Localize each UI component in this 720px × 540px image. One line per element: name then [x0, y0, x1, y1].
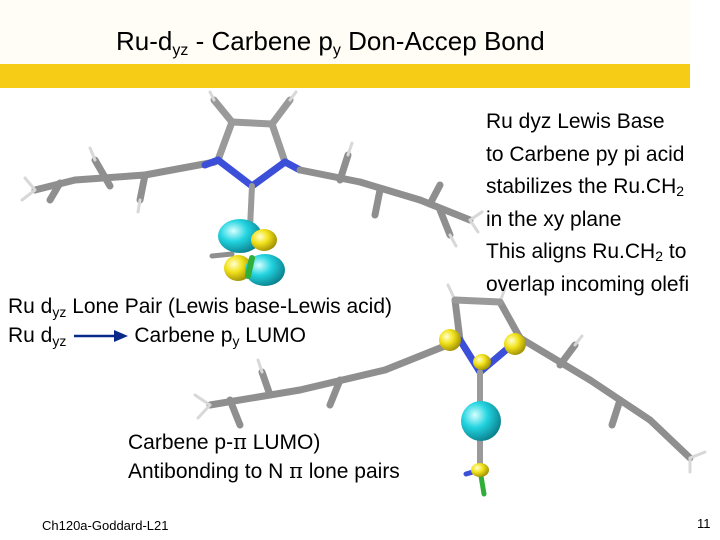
explanation-line-4: in the xy plane	[486, 207, 622, 231]
slide-title: Ru-dyz - Carbene py Don-Accep Bond	[116, 26, 545, 59]
explanation-line-5: This aligns Ru.CH2 to	[486, 240, 687, 264]
pi-symbol: π	[233, 430, 247, 454]
title-background	[0, 0, 690, 64]
bottom-molecule	[193, 283, 707, 497]
page-number: 11	[697, 516, 711, 531]
dyz-label-line-1: Ru dyz Lone Pair (Lewis base-Lewis acid)	[8, 295, 393, 320]
ppi-orbital-label: Carbene p-π LUMO) Antibonding to N π lon…	[128, 428, 400, 486]
dyz-orbital-label: Ru dyz Lone Pair (Lewis base-Lewis acid)…	[8, 292, 392, 350]
explanation-text: Ru dyz Lewis Base to Carbene py pi acid …	[486, 106, 720, 301]
right-arrow-icon	[74, 330, 129, 343]
ppi-label-line-1: Carbene p-π LUMO)	[128, 430, 321, 454]
explanation-line-3: stabilizes the Ru.CH2	[486, 175, 685, 199]
footer-course-label: Ch120a-Goddard-L21	[42, 518, 169, 533]
pi-symbol: π	[289, 459, 303, 483]
explanation-line-1: Ru dyz Lewis Base	[486, 110, 665, 133]
explanation-line-2: to Carbene py pi acid	[486, 142, 685, 166]
top-molecule	[20, 90, 484, 286]
explanation-line-6: overlap incoming olefi	[486, 272, 690, 296]
ppi-label-line-2: Antibonding to N π lone pairs	[128, 459, 400, 483]
